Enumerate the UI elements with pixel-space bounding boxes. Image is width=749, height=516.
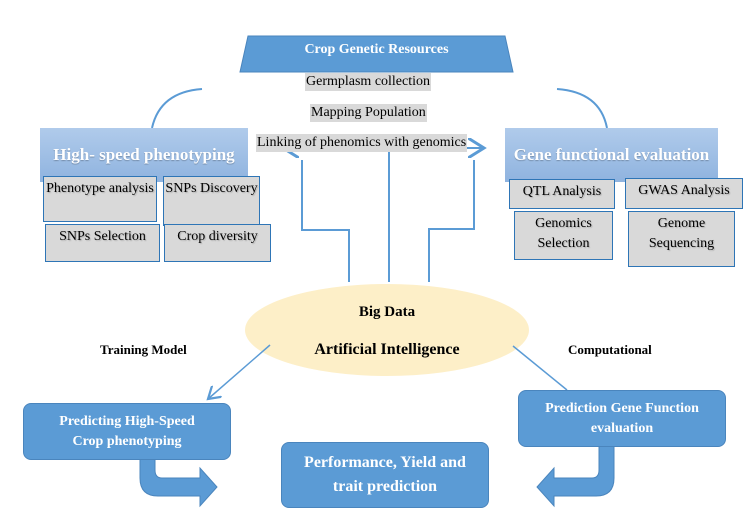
box-snps-selection: SNPs Selection [45,224,160,262]
title-crop-genetic-resources: Crop Genetic Resources [304,42,449,57]
header-text: High- speed phenotyping [53,145,235,164]
ai-label: Artificial Intelligence [314,341,460,358]
box-phenotype-analysis: Phenotype analysis [43,176,157,222]
output-center: Performance, Yield and trait prediction [281,442,489,508]
item-mapping-population: Mapping Population [310,104,427,122]
box-gwas-analysis: GWAS Analysis [625,178,743,209]
box-genome-sequencing: Genome Sequencing [628,211,735,267]
connector-left [301,160,350,282]
training-model-label: Training Model [100,342,187,357]
computational-label: Computational [568,342,652,357]
header-high-speed-phenotyping: High- speed phenotyping [40,128,248,182]
header-text: Gene functional evaluation [513,145,710,164]
box-qtl-analysis: QTL Analysis [509,179,615,209]
right-uturn-arrow [536,444,615,508]
item-linking: Linking of phenomics with genomics [256,134,468,152]
item-germplasm: Germplasm collection [305,73,432,91]
box-crop-diversity: Crop diversity [164,224,271,262]
arrow-to-left-output [208,344,271,399]
output-right: Prediction Gene Function evaluation [518,390,726,447]
header-gene-functional-evaluation: Gene functional evaluation [505,128,718,182]
box-snps-discovery: SNPs Discovery [163,176,260,226]
right-arc [556,88,608,129]
output-left: Predicting High-Speed Crop phenotyping [23,403,231,460]
title-trapezoid [239,35,514,73]
left-uturn-arrow [139,444,218,508]
big-data-label: Big Data [358,304,416,320]
ai-ellipse [245,284,529,376]
line-to-right-output [512,345,568,391]
box-genomics-selection: Genomics Selection [514,211,613,260]
left-arc [151,88,203,129]
connector-right [428,160,475,282]
